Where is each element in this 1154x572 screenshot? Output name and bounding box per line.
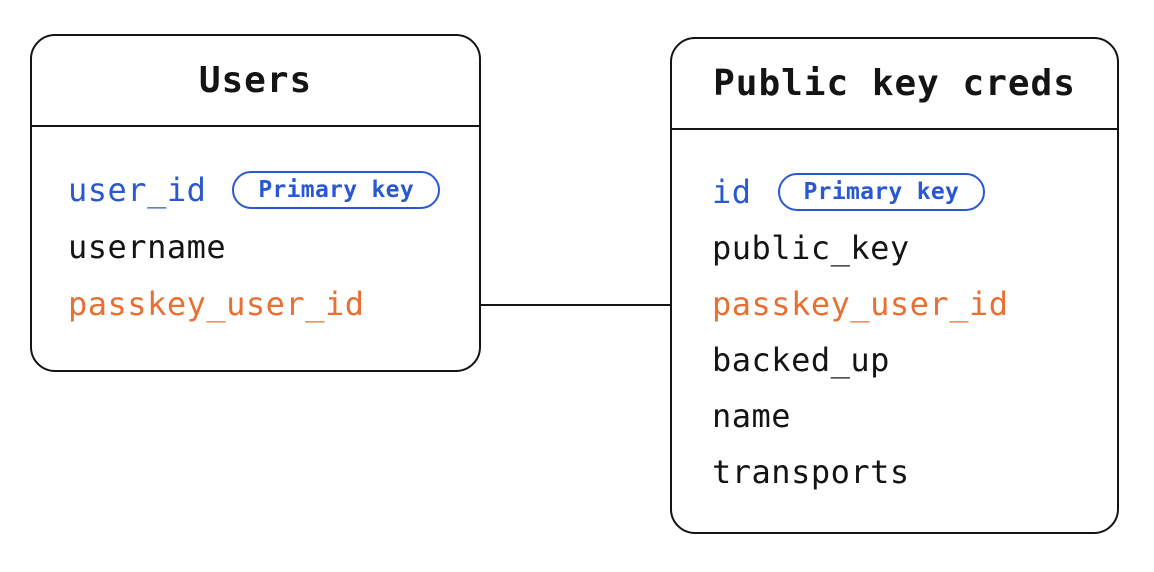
field-name: id (712, 173, 752, 211)
field-row-backed_up: backed_up (672, 332, 1117, 388)
field-row-user_id: user_id Primary key (32, 161, 479, 218)
field-name: username (68, 227, 227, 266)
primary-key-badge: Primary key (232, 170, 440, 209)
field-row-public_key: public_key (672, 220, 1117, 276)
field-row-name: name (672, 388, 1117, 444)
field-name: passkey_user_id (712, 285, 1009, 323)
field-name: public_key (712, 229, 910, 267)
field-name: name (712, 397, 792, 435)
table-node-public-key-creds[interactable]: Public key creds id Primary key public_key… (670, 37, 1119, 534)
table-title-public-key-creds: Public key creds (672, 39, 1117, 130)
primary-key-badge: Primary key (777, 173, 986, 211)
field-name: user_id (68, 170, 207, 209)
table-title-users: Users (32, 36, 479, 127)
field-row-username: username (32, 218, 479, 275)
field-name: backed_up (712, 341, 890, 379)
field-name: transports (712, 453, 910, 491)
field-row-id: id Primary key (672, 164, 1117, 220)
field-row-passkey_user_id: passkey_user_id (32, 275, 479, 332)
relationship-line (481, 304, 670, 306)
field-row-passkey_user_id: passkey_user_id (672, 276, 1117, 332)
field-row-transports: transports (672, 444, 1117, 500)
field-name: passkey_user_id (68, 284, 365, 323)
